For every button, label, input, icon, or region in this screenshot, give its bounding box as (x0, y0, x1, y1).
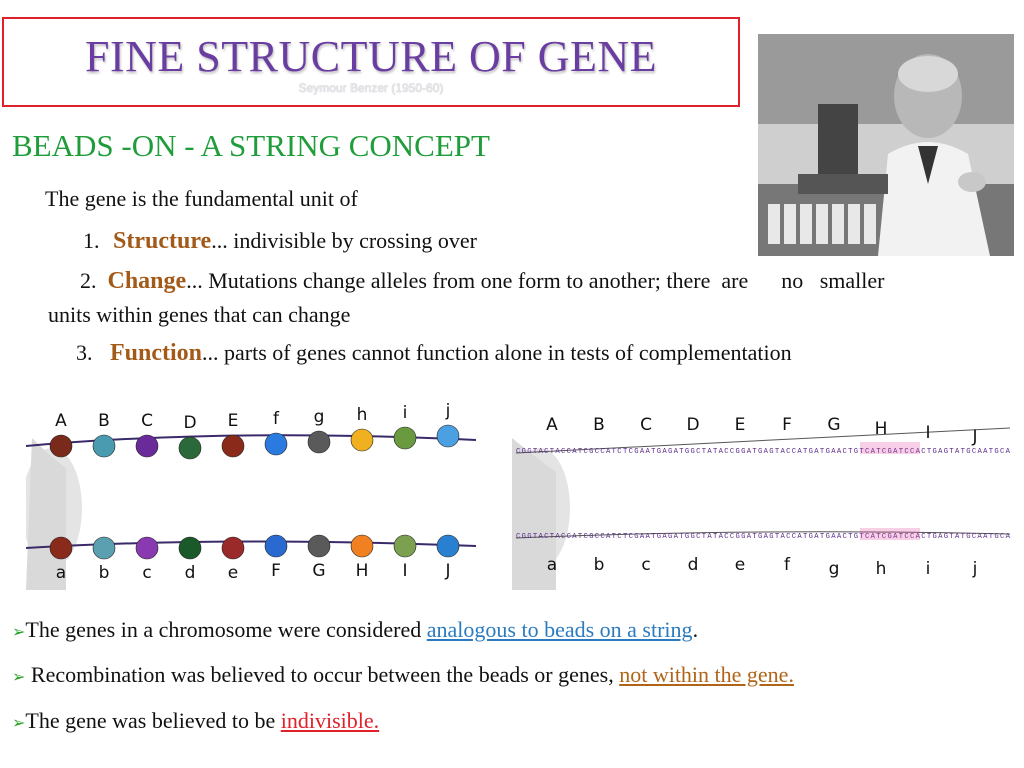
bead-top (178, 436, 202, 460)
point-function: 3. Function... parts of genes cannot fun… (76, 340, 792, 367)
bead-label-bottom: I (402, 561, 407, 581)
bullet-link[interactable]: analogous to beads on a string (426, 617, 693, 642)
gene-label-top: F (782, 415, 792, 435)
bead-bottom (307, 534, 331, 558)
bead-label-top: h (357, 405, 368, 425)
gene-label-top: C (640, 415, 652, 435)
point-keyword: Change (107, 268, 187, 294)
bead-top (436, 424, 460, 448)
bead-label-top: D (183, 413, 196, 433)
gene-label-top: B (593, 415, 605, 435)
bead-label-bottom: b (99, 563, 110, 583)
bullet-arrow-icon: ➢ (12, 667, 26, 686)
point-change-continuation: units within genes that can change (48, 302, 351, 327)
bead-label-top: j (445, 401, 451, 421)
bullet-text: The genes in a chromosome were considere… (25, 617, 427, 642)
gene-label-top: J (971, 427, 977, 447)
gene-label-bottom: h (876, 559, 887, 579)
bead-bottom (393, 534, 417, 558)
intro-text: The gene is the fundamental unit of (45, 186, 358, 211)
bullet-text-end: . (692, 617, 699, 642)
sequence-figure-right: CGGTACTACCATCGCCATCTCGAATGAGATGGCTATACCG… (512, 398, 1016, 590)
slide-subtitle: Seymour Benzer (1950-60) (298, 81, 444, 95)
bead-bottom (350, 534, 374, 558)
slide-title: FINE STRUCTURE OF GENE (84, 32, 658, 81)
bead-bottom (436, 534, 460, 558)
bead-label-bottom: H (356, 561, 369, 581)
point-number: 3. (76, 340, 93, 365)
bead-bottom (135, 536, 159, 560)
bead-label-top: A (55, 411, 67, 431)
bead-bottom (92, 536, 116, 560)
bullet-link[interactable]: not within the gene. (619, 662, 794, 687)
bullet-indivisible: ➢The gene was believed to be indivisible… (12, 708, 379, 734)
bead-bottom (49, 536, 73, 560)
gene-label-bottom: e (735, 555, 745, 575)
gene-label-bottom: j (972, 559, 978, 579)
scientist-photo (758, 34, 1014, 256)
bead-top (307, 430, 331, 454)
bead-top (350, 428, 374, 452)
gene-label-top: A (546, 415, 558, 435)
bullet-arrow-icon: ➢ (12, 622, 26, 641)
gene-label-bottom: g (829, 559, 840, 579)
point-text: ... Mutations change alleles from one fo… (186, 268, 885, 293)
title-box: FINE STRUCTURE OF GENE Seymour Benzer (1… (2, 17, 740, 107)
bead-top (135, 434, 159, 458)
bead-label-bottom: G (312, 561, 325, 581)
sequence-top: CGGTACTACCATCGCCATCTCGAATGAGATGGCTATACCG… (516, 448, 1011, 456)
bead-bottom (178, 536, 202, 560)
gene-label-bottom: a (547, 555, 557, 575)
gene-label-top: I (925, 423, 930, 443)
bead-label-bottom: J (444, 561, 450, 581)
bullet-arrow-icon: ➢ (12, 713, 26, 732)
bead-label-top: g (314, 407, 325, 427)
bead-bottom (264, 534, 288, 558)
bead-label-bottom: a (56, 563, 66, 583)
gene-label-bottom: b (594, 555, 605, 575)
bullet-link[interactable]: indivisible. (280, 708, 380, 733)
gene-label-top: H (875, 419, 888, 439)
bead-label-top: f (273, 409, 280, 429)
section-heading: BEADS -ON - A STRING CONCEPT (12, 128, 490, 163)
bead-label-top: E (228, 411, 239, 431)
bead-label-bottom: e (228, 563, 238, 583)
gene-label-top: D (686, 415, 699, 435)
gene-label-bottom: i (926, 559, 931, 579)
bullet-beads: ➢The genes in a chromosome were consider… (12, 617, 698, 643)
bead-top (49, 434, 73, 458)
bead-label-bottom: c (142, 563, 151, 583)
point-change: 2. Change... Mutations change alleles fr… (80, 268, 884, 295)
point-keyword: Function (110, 340, 203, 366)
sequence-bottom: CGGTACTACCATCGCCATCTCGAATGAGATGGCTATACCG… (516, 533, 1011, 541)
gene-label-bottom: c (641, 555, 650, 575)
bead-top (92, 434, 116, 458)
point-keyword: Structure (113, 228, 212, 254)
bead-label-bottom: F (271, 561, 281, 581)
gene-label-top: E (735, 415, 746, 435)
bead-label-top: C (141, 411, 153, 431)
point-number: 1. (83, 228, 100, 253)
bullet-text: The gene was believed to be (25, 708, 281, 733)
point-number: 2. (80, 268, 97, 293)
bullet-recombination: ➢ Recombination was believed to occur be… (12, 662, 794, 688)
bead-top (393, 426, 417, 450)
gene-label-bottom: f (784, 555, 791, 575)
gene-label-top: G (827, 415, 840, 435)
bead-top (264, 432, 288, 456)
bullet-text: Recombination was believed to occur betw… (25, 662, 620, 687)
point-structure: 1. Structure... indivisible by crossing … (83, 228, 477, 255)
bead-label-top: i (403, 403, 408, 423)
bead-label-bottom: d (185, 563, 196, 583)
bead-label-top: B (98, 411, 110, 431)
gene-label-bottom: d (688, 555, 699, 575)
bead-top (221, 434, 245, 458)
bead-bottom (221, 536, 245, 560)
point-text: ... indivisible by crossing over (211, 228, 478, 253)
point-text: ... parts of genes cannot function alone… (202, 340, 792, 365)
